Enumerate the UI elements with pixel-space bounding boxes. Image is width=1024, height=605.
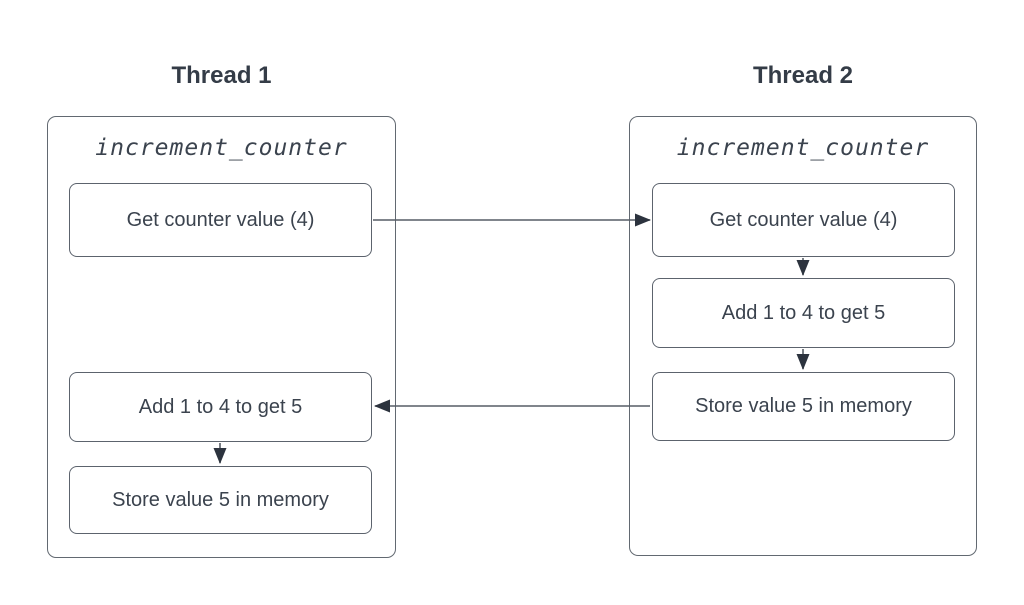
thread2-title: Thread 2 <box>752 62 854 89</box>
thread1-title: Thread 1 <box>171 62 272 89</box>
thread1-function-label: increment_counter <box>95 135 348 161</box>
thread2-container: increment_counter Get counter value (4) … <box>629 116 977 556</box>
thread1-step-get-counter: Get counter value (4) <box>69 183 372 257</box>
thread2-step-add-one: Add 1 to 4 to get 5 <box>652 278 955 348</box>
thread2-step-store-value: Store value 5 in memory <box>652 372 955 441</box>
thread1-step-add-one: Add 1 to 4 to get 5 <box>69 372 372 442</box>
thread1-container: increment_counter Get counter value (4) … <box>47 116 396 558</box>
thread1-step-store-value: Store value 5 in memory <box>69 466 372 534</box>
thread2-function-label: increment_counter <box>676 135 930 161</box>
thread2-step-get-counter: Get counter value (4) <box>652 183 955 257</box>
